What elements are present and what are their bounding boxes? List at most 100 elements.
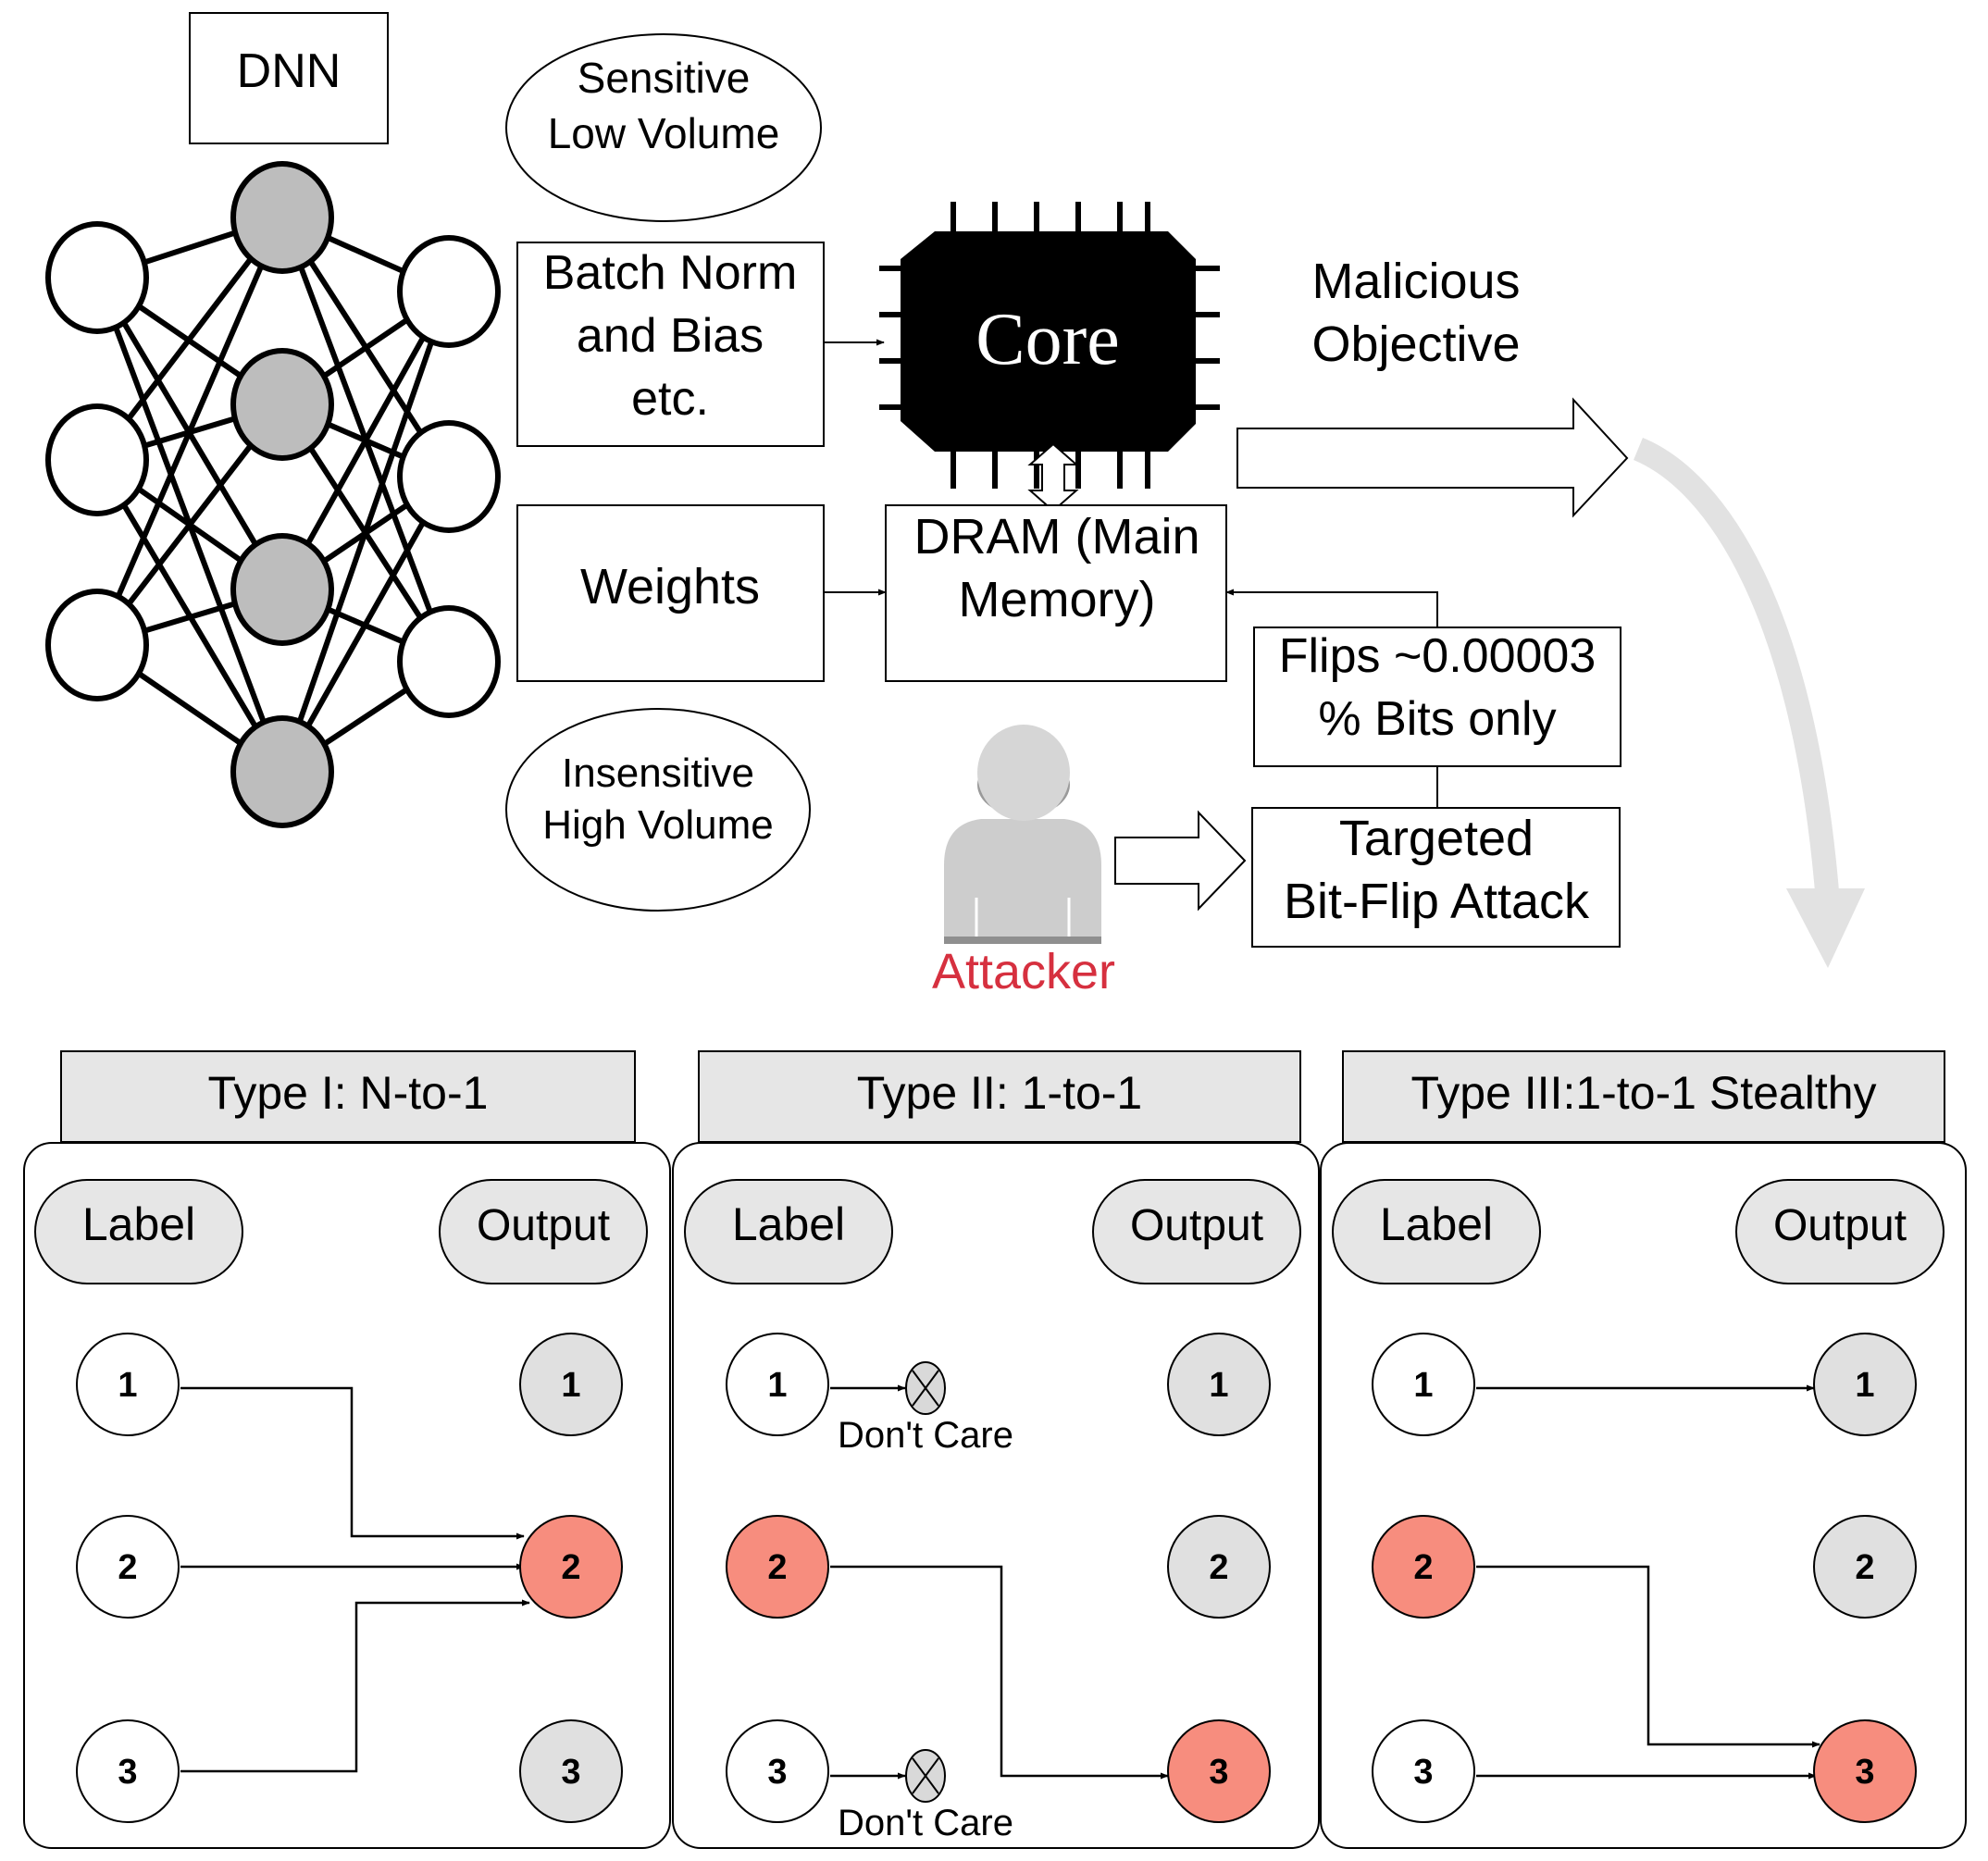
dnn-network: DNN [45, 12, 501, 828]
svg-text:1: 1 [1413, 1366, 1433, 1405]
svg-text:Label: Label [82, 1198, 195, 1250]
panel-title: Type I: N-to-1 [208, 1067, 489, 1119]
panel-connectors [180, 1386, 530, 1773]
dnn-connections [94, 215, 452, 775]
svg-text:1: 1 [561, 1366, 580, 1405]
panel-header [1342, 1050, 1945, 1143]
svg-text:3: 3 [1209, 1753, 1228, 1792]
output-header-pill [1092, 1179, 1301, 1284]
malicious-objective: Malicious Objective [1311, 254, 1520, 372]
svg-text:DRAM (Main: DRAM (Main [913, 509, 1199, 565]
svg-text:Bit-Flip Attack: Bit-Flip Attack [1284, 874, 1590, 929]
output-neuron [397, 235, 501, 348]
svg-text:1: 1 [1855, 1366, 1874, 1405]
dont-care-marker [905, 1361, 946, 1415]
attacker-block-arrow [1114, 810, 1247, 912]
svg-text:and Bias: and Bias [577, 309, 764, 363]
panel-type-3: Type III:1-to-1 Stealthy Label Output 1 … [1320, 1050, 1967, 1849]
svg-text:High Volume: High Volume [542, 802, 773, 848]
svg-text:2: 2 [767, 1548, 787, 1587]
svg-text:Label: Label [732, 1198, 845, 1250]
batch-norm-box: Batch Norm and Bias etc. [516, 242, 825, 447]
svg-text:3: 3 [118, 1753, 137, 1792]
panel-connectors [1476, 1384, 1820, 1780]
label-node [76, 1333, 180, 1436]
output-node [519, 1719, 623, 1823]
core-chip: Core [879, 202, 1220, 489]
svg-text:1: 1 [118, 1366, 137, 1405]
svg-text:etc.: etc. [631, 372, 709, 426]
output-node [1813, 1333, 1917, 1436]
svg-text:Memory): Memory) [959, 572, 1156, 627]
svg-text:2: 2 [561, 1548, 580, 1587]
label-node-target [726, 1515, 829, 1619]
label-node [1372, 1719, 1475, 1823]
panel-title: Type III:1-to-1 Stealthy [1410, 1067, 1876, 1119]
svg-text:Sensitive: Sensitive [578, 54, 751, 102]
label-node-target [1372, 1515, 1475, 1619]
chip-pins [879, 202, 1220, 489]
panel-connectors [830, 1384, 1169, 1780]
output-nodes: 1 2 3 [1813, 1333, 1917, 1823]
svg-text:Insensitive: Insensitive [562, 751, 754, 796]
svg-text:Targeted: Targeted [1339, 811, 1534, 866]
hidden-neuron [230, 161, 334, 274]
output-node [1167, 1515, 1271, 1619]
svg-text:2: 2 [1855, 1548, 1874, 1587]
svg-text:% Bits only: % Bits only [1318, 692, 1556, 746]
dnn-title-box [189, 12, 389, 144]
svg-text:Output: Output [1773, 1201, 1907, 1250]
label-node [726, 1719, 829, 1823]
output-header-pill [439, 1179, 648, 1284]
output-neuron [397, 605, 501, 718]
label-header-pill [684, 1179, 893, 1284]
label-header-pill [34, 1179, 243, 1284]
panel-header [698, 1050, 1301, 1143]
panel-type-2: Type II: 1-to-1 Label Output Don't Care [672, 1050, 1320, 1849]
label-nodes: 1 2 3 [1372, 1333, 1475, 1823]
hidden-neuron [230, 348, 334, 461]
output-header-pill [1735, 1179, 1945, 1284]
input-neuron [45, 589, 149, 701]
svg-text:Objective: Objective [1311, 316, 1520, 372]
label-node [76, 1515, 180, 1619]
label-node [1372, 1333, 1475, 1436]
svg-text:Weights: Weights [580, 559, 760, 614]
hidden-neuron [230, 533, 334, 646]
output-neuron [397, 420, 501, 533]
svg-text:2: 2 [1209, 1548, 1228, 1587]
attacker-icon [944, 725, 1101, 944]
panel-frame [672, 1142, 1320, 1849]
flips-to-dram-arrow [1225, 589, 1438, 627]
dnn-input-neurons [45, 221, 149, 701]
svg-text:Batch Norm: Batch Norm [543, 246, 798, 300]
svg-text:Label: Label [1380, 1198, 1493, 1250]
panel-title: Type II: 1-to-1 [857, 1067, 1142, 1119]
svg-text:1: 1 [1209, 1366, 1228, 1405]
svg-text:Flips ~0.00003: Flips ~0.00003 [1279, 629, 1597, 683]
output-node-target [1813, 1719, 1917, 1823]
svg-text:3: 3 [1413, 1753, 1433, 1792]
hidden-neuron [230, 715, 334, 828]
targeted-attack-box: Targeted Bit-Flip Attack [1251, 807, 1621, 948]
svg-text:Output: Output [477, 1201, 610, 1250]
label-header-pill [1332, 1179, 1541, 1284]
flips-box: Flips ~0.00003 % Bits only [1253, 627, 1621, 767]
output-node-target [519, 1515, 623, 1619]
output-nodes: 1 2 3 [519, 1333, 623, 1823]
dont-care-marker [905, 1749, 946, 1803]
svg-text:2: 2 [118, 1548, 137, 1587]
svg-text:3: 3 [561, 1753, 580, 1792]
dnn-title: DNN [237, 44, 342, 98]
svg-text:Malicious: Malicious [1311, 254, 1520, 309]
svg-text:Output: Output [1130, 1201, 1263, 1250]
input-neuron [45, 221, 149, 334]
panel-type-1: Type I: N-to-1 Label Output 1 2 3 1 [23, 1050, 671, 1849]
output-node [1167, 1333, 1271, 1436]
core-label: Core [975, 299, 1120, 380]
label-node [76, 1719, 180, 1823]
dont-care-label: Don't Care [838, 1415, 1013, 1456]
svg-text:3: 3 [767, 1753, 787, 1792]
label-nodes: 1 2 3 [76, 1333, 180, 1823]
